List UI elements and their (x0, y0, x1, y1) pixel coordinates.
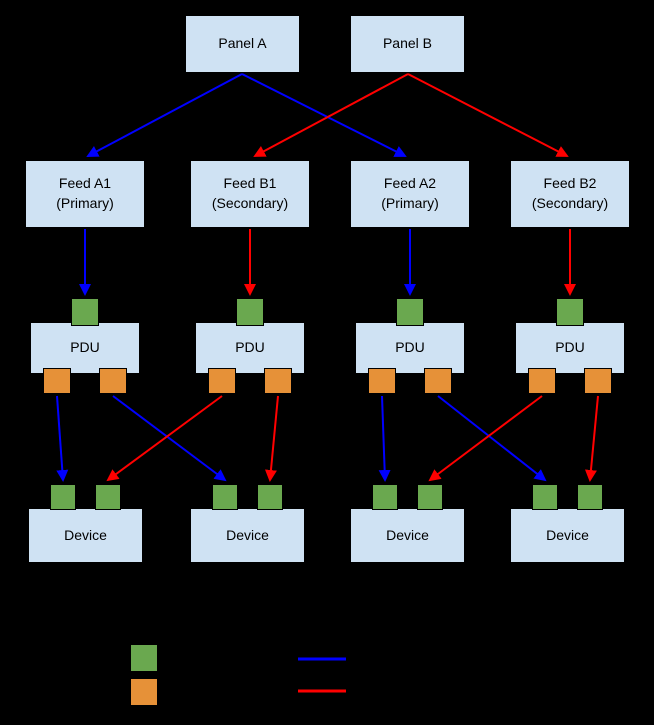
pdu-4-node: PDU (515, 322, 625, 374)
device-2-label: Device (226, 526, 269, 543)
device-1-input-port-right (95, 484, 121, 510)
pdu-4-output-port-left (528, 368, 556, 394)
pdu3-to-device3-arrow (378, 395, 391, 482)
panel-b-to-feed-b2-arrow (407, 73, 569, 157)
feed-a1-role: (Primary) (56, 195, 114, 211)
legend-green-square-swatch (130, 644, 158, 672)
feed-a1-name: Feed A1 (58, 175, 112, 192)
feed-b1-name: Feed B1 (223, 175, 277, 192)
pdu1-to-device2-arrow (112, 395, 227, 482)
device-4-input-port-left (532, 484, 558, 510)
pdu-2-output-port-right (264, 368, 292, 394)
device-2-input-port-right (257, 484, 283, 510)
device-3-input-port-left (372, 484, 398, 510)
pdu-4-label: PDU (555, 339, 585, 356)
device-2-node: Device (190, 508, 305, 563)
pdu1-to-device1-arrow (56, 395, 69, 482)
pdu-4-input-port (556, 298, 584, 326)
feed-a2-node: Feed A2 (Primary) (350, 160, 470, 228)
pdu-2-label: PDU (235, 339, 265, 356)
pdu3-to-device4-arrow (437, 395, 547, 482)
pdu-3-output-port-right (424, 368, 452, 394)
legend-orange-square-swatch (130, 678, 158, 706)
device-3-label: Device (386, 526, 429, 543)
device-1-label: Device (64, 526, 107, 543)
feed-a1-node: Feed A1 (Primary) (25, 160, 145, 228)
pdu-1-node: PDU (30, 322, 140, 374)
panel-b-node: Panel B (350, 15, 465, 73)
pdu-1-label: PDU (70, 339, 100, 356)
device-1-node: Device (28, 508, 143, 563)
device-2-input-port-left (212, 484, 238, 510)
panel-a-node: Panel A (185, 15, 300, 73)
feed-a2-name: Feed A2 (383, 175, 437, 192)
feed-b2-node: Feed B2 (Secondary) (510, 160, 630, 228)
panel-b-label: Panel B (382, 35, 433, 52)
pdu-2-output-port-left (208, 368, 236, 394)
feed-b1-role: (Secondary) (211, 195, 289, 211)
pdu2-to-device1-arrow (106, 395, 223, 482)
device-3-input-port-right (417, 484, 443, 510)
pdu-2-node: PDU (195, 322, 305, 374)
pdu2-to-device2-arrow (264, 395, 279, 482)
pdu-3-output-port-left (368, 368, 396, 394)
panel-a-to-feed-a1-arrow (86, 73, 243, 157)
device-4-input-port-right (577, 484, 603, 510)
pdu-3-label: PDU (395, 339, 425, 356)
panel-a-label: Panel A (218, 35, 267, 52)
feed-b1-node: Feed B1 (Secondary) (190, 160, 310, 228)
pdu-3-node: PDU (355, 322, 465, 374)
device-4-node: Device (510, 508, 625, 563)
panel-a-to-feed-a2-arrow (241, 73, 407, 157)
device-3-node: Device (350, 508, 465, 563)
pdu-1-output-port-right (99, 368, 127, 394)
device-4-label: Device (546, 526, 589, 543)
pdu-4-output-port-right (584, 368, 612, 394)
pdu-2-input-port (236, 298, 264, 326)
pdu4-to-device4-arrow (584, 395, 599, 482)
device-1-input-port-left (50, 484, 76, 510)
feed-a2-role: (Primary) (381, 195, 439, 211)
feed-b2-name: Feed B2 (543, 175, 597, 192)
pdu4-to-device3-arrow (428, 395, 543, 482)
pdu-3-input-port (396, 298, 424, 326)
feed-b2-role: (Secondary) (531, 195, 609, 211)
pdu-1-input-port (71, 298, 99, 326)
pdu-1-output-port-left (43, 368, 71, 394)
panel-b-to-feed-b1-arrow (253, 73, 409, 157)
